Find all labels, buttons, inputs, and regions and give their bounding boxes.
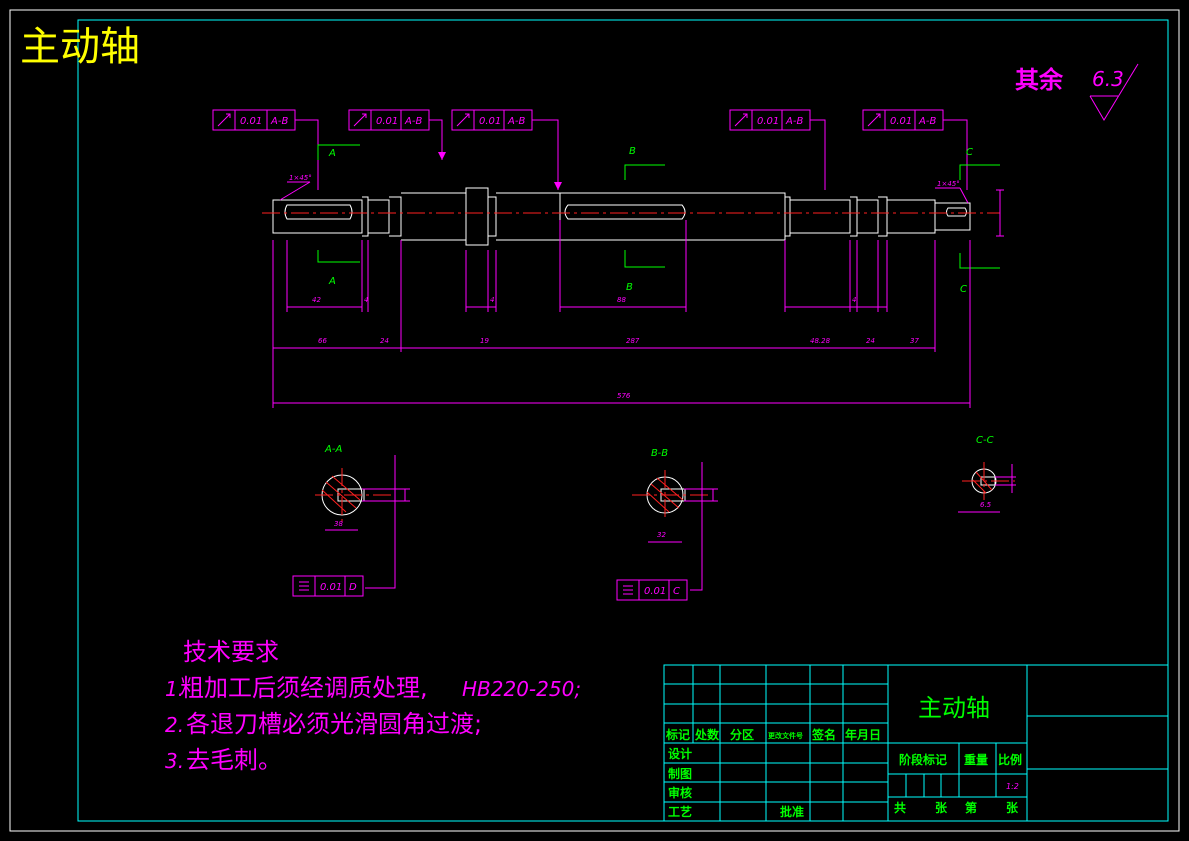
svg-text:比例: 比例 (998, 752, 1022, 767)
roughness-symbol (1089, 63, 1139, 121)
part-name: 主动轴 (918, 694, 990, 722)
roughness-label: 其余 (1015, 66, 1064, 94)
svg-text:A-B: A-B (404, 116, 422, 127)
section-view-c: C-C 6.5 (958, 435, 1016, 513)
svg-text:A-A: A-A (324, 444, 342, 455)
outer-border (9, 9, 1180, 832)
section-mark-b: B B (624, 146, 665, 293)
svg-text:HB220-250;: HB220-250; (462, 677, 581, 701)
title-block: 主动轴 标记 处数 分区 更改文件号 签名 年月日 设计 制图 审核 工艺 批准… (663, 664, 1169, 822)
section-mark-c: C C (959, 147, 1000, 295)
svg-text:A: A (328, 276, 336, 287)
svg-text:C: C (966, 147, 973, 158)
svg-text:A-B: A-B (507, 116, 525, 127)
svg-text:年月日: 年月日 (845, 727, 881, 742)
svg-text:去毛刺。: 去毛刺。 (186, 746, 282, 774)
svg-text:88: 88 (617, 296, 626, 304)
svg-text:签名: 签名 (811, 727, 836, 742)
svg-text:设计: 设计 (668, 746, 692, 761)
svg-text:19: 19 (480, 337, 489, 345)
section-view-b: B-B 32 0.01 C (616, 448, 718, 601)
svg-text:B: B (629, 146, 636, 157)
svg-text:张: 张 (1006, 800, 1019, 815)
svg-text:批准: 批准 (780, 804, 804, 819)
svg-text:张: 张 (935, 800, 948, 815)
svg-text:24: 24 (380, 337, 389, 345)
chamfer-left-label: 1×45° (289, 174, 312, 182)
svg-text:4: 4 (364, 296, 368, 304)
svg-text:处数: 处数 (694, 727, 720, 742)
svg-text:6.5: 6.5 (980, 501, 992, 509)
dimension-row-1: 42 4 4 88 4 (286, 220, 888, 312)
svg-text:576: 576 (617, 392, 631, 400)
technical-requirements: 技术要求 1. 粗加工后须经调质处理, HB220-250; 2. 各退刀槽必须… (165, 638, 581, 774)
svg-text:0.01: 0.01 (479, 116, 501, 127)
section-view-a: A-A 38 0.01 D (292, 444, 410, 597)
svg-text:C: C (960, 284, 967, 295)
svg-text:标记: 标记 (665, 727, 690, 742)
svg-text:粗加工后须经调质处理,: 粗加工后须经调质处理, (180, 674, 428, 702)
svg-text:B-B: B-B (651, 448, 668, 459)
svg-text:42: 42 (312, 296, 321, 304)
dimension-row-2: 66 24 19 287 48.28 24 37 (272, 240, 971, 408)
svg-text:37: 37 (910, 337, 919, 345)
svg-text:38: 38 (334, 520, 343, 528)
svg-text:66: 66 (318, 337, 327, 345)
tolerance-frame-1: 0.01 A-B (212, 109, 319, 190)
svg-text:A-B: A-B (785, 116, 803, 127)
svg-text:4: 4 (490, 296, 494, 304)
svg-text:重量: 重量 (964, 752, 988, 767)
svg-text:1.: 1. (165, 677, 184, 701)
svg-text:287: 287 (626, 337, 640, 345)
shaft-main-view (262, 187, 1000, 246)
svg-text:C-C: C-C (976, 435, 994, 446)
svg-text:分区: 分区 (730, 727, 754, 742)
svg-text:2.: 2. (165, 713, 184, 737)
svg-text:A-B: A-B (918, 116, 936, 127)
svg-text:0.01: 0.01 (757, 116, 779, 127)
flatness-frame-d (292, 575, 364, 597)
svg-text:审核: 审核 (668, 785, 692, 800)
svg-text:C: C (673, 586, 680, 597)
svg-text:4: 4 (852, 296, 856, 304)
svg-text:32: 32 (657, 531, 666, 539)
svg-text:0.01: 0.01 (240, 116, 262, 127)
svg-text:工艺: 工艺 (668, 804, 692, 819)
svg-text:各退刀槽必须光滑圆角过渡;: 各退刀槽必须光滑圆角过渡; (186, 710, 482, 738)
svg-text:0.01: 0.01 (320, 582, 342, 593)
svg-text:0.01: 0.01 (644, 586, 666, 597)
tech-req-heading: 技术要求 (183, 638, 279, 666)
drawing-title: 主动轴 (20, 24, 140, 70)
svg-text:共: 共 (894, 800, 906, 815)
svg-text:阶段标记: 阶段标记 (899, 752, 947, 767)
section-mark-a: A A (317, 144, 360, 287)
svg-text:第: 第 (965, 800, 977, 815)
tolerance-frame-2: 0.01 A-B (348, 109, 446, 160)
tolerance-frame-3: 0.01 A-B (451, 109, 562, 190)
svg-text:1:2: 1:2 (1006, 782, 1019, 791)
svg-text:0.01: 0.01 (890, 116, 912, 127)
svg-text:D: D (349, 582, 357, 593)
flatness-frame-c (616, 579, 688, 601)
svg-text:A: A (328, 148, 336, 159)
tolerance-frame-5: 0.01 A-B (862, 109, 968, 190)
svg-text:0.01: 0.01 (376, 116, 398, 127)
svg-text:3.: 3. (165, 749, 184, 773)
svg-text:制图: 制图 (668, 766, 692, 781)
svg-text:24: 24 (866, 337, 875, 345)
inner-border (77, 19, 1169, 822)
tolerance-frame-4: 0.01 A-B (729, 109, 826, 190)
svg-text:B: B (626, 282, 633, 293)
chamfer-right-label: 1×45° (937, 180, 960, 188)
roughness-value: 6.3 (1092, 67, 1124, 91)
svg-text:A-B: A-B (270, 116, 288, 127)
svg-text:更改文件号: 更改文件号 (768, 731, 803, 740)
dimension-row-3: 576 (273, 392, 970, 404)
svg-text:48.28: 48.28 (810, 337, 831, 345)
